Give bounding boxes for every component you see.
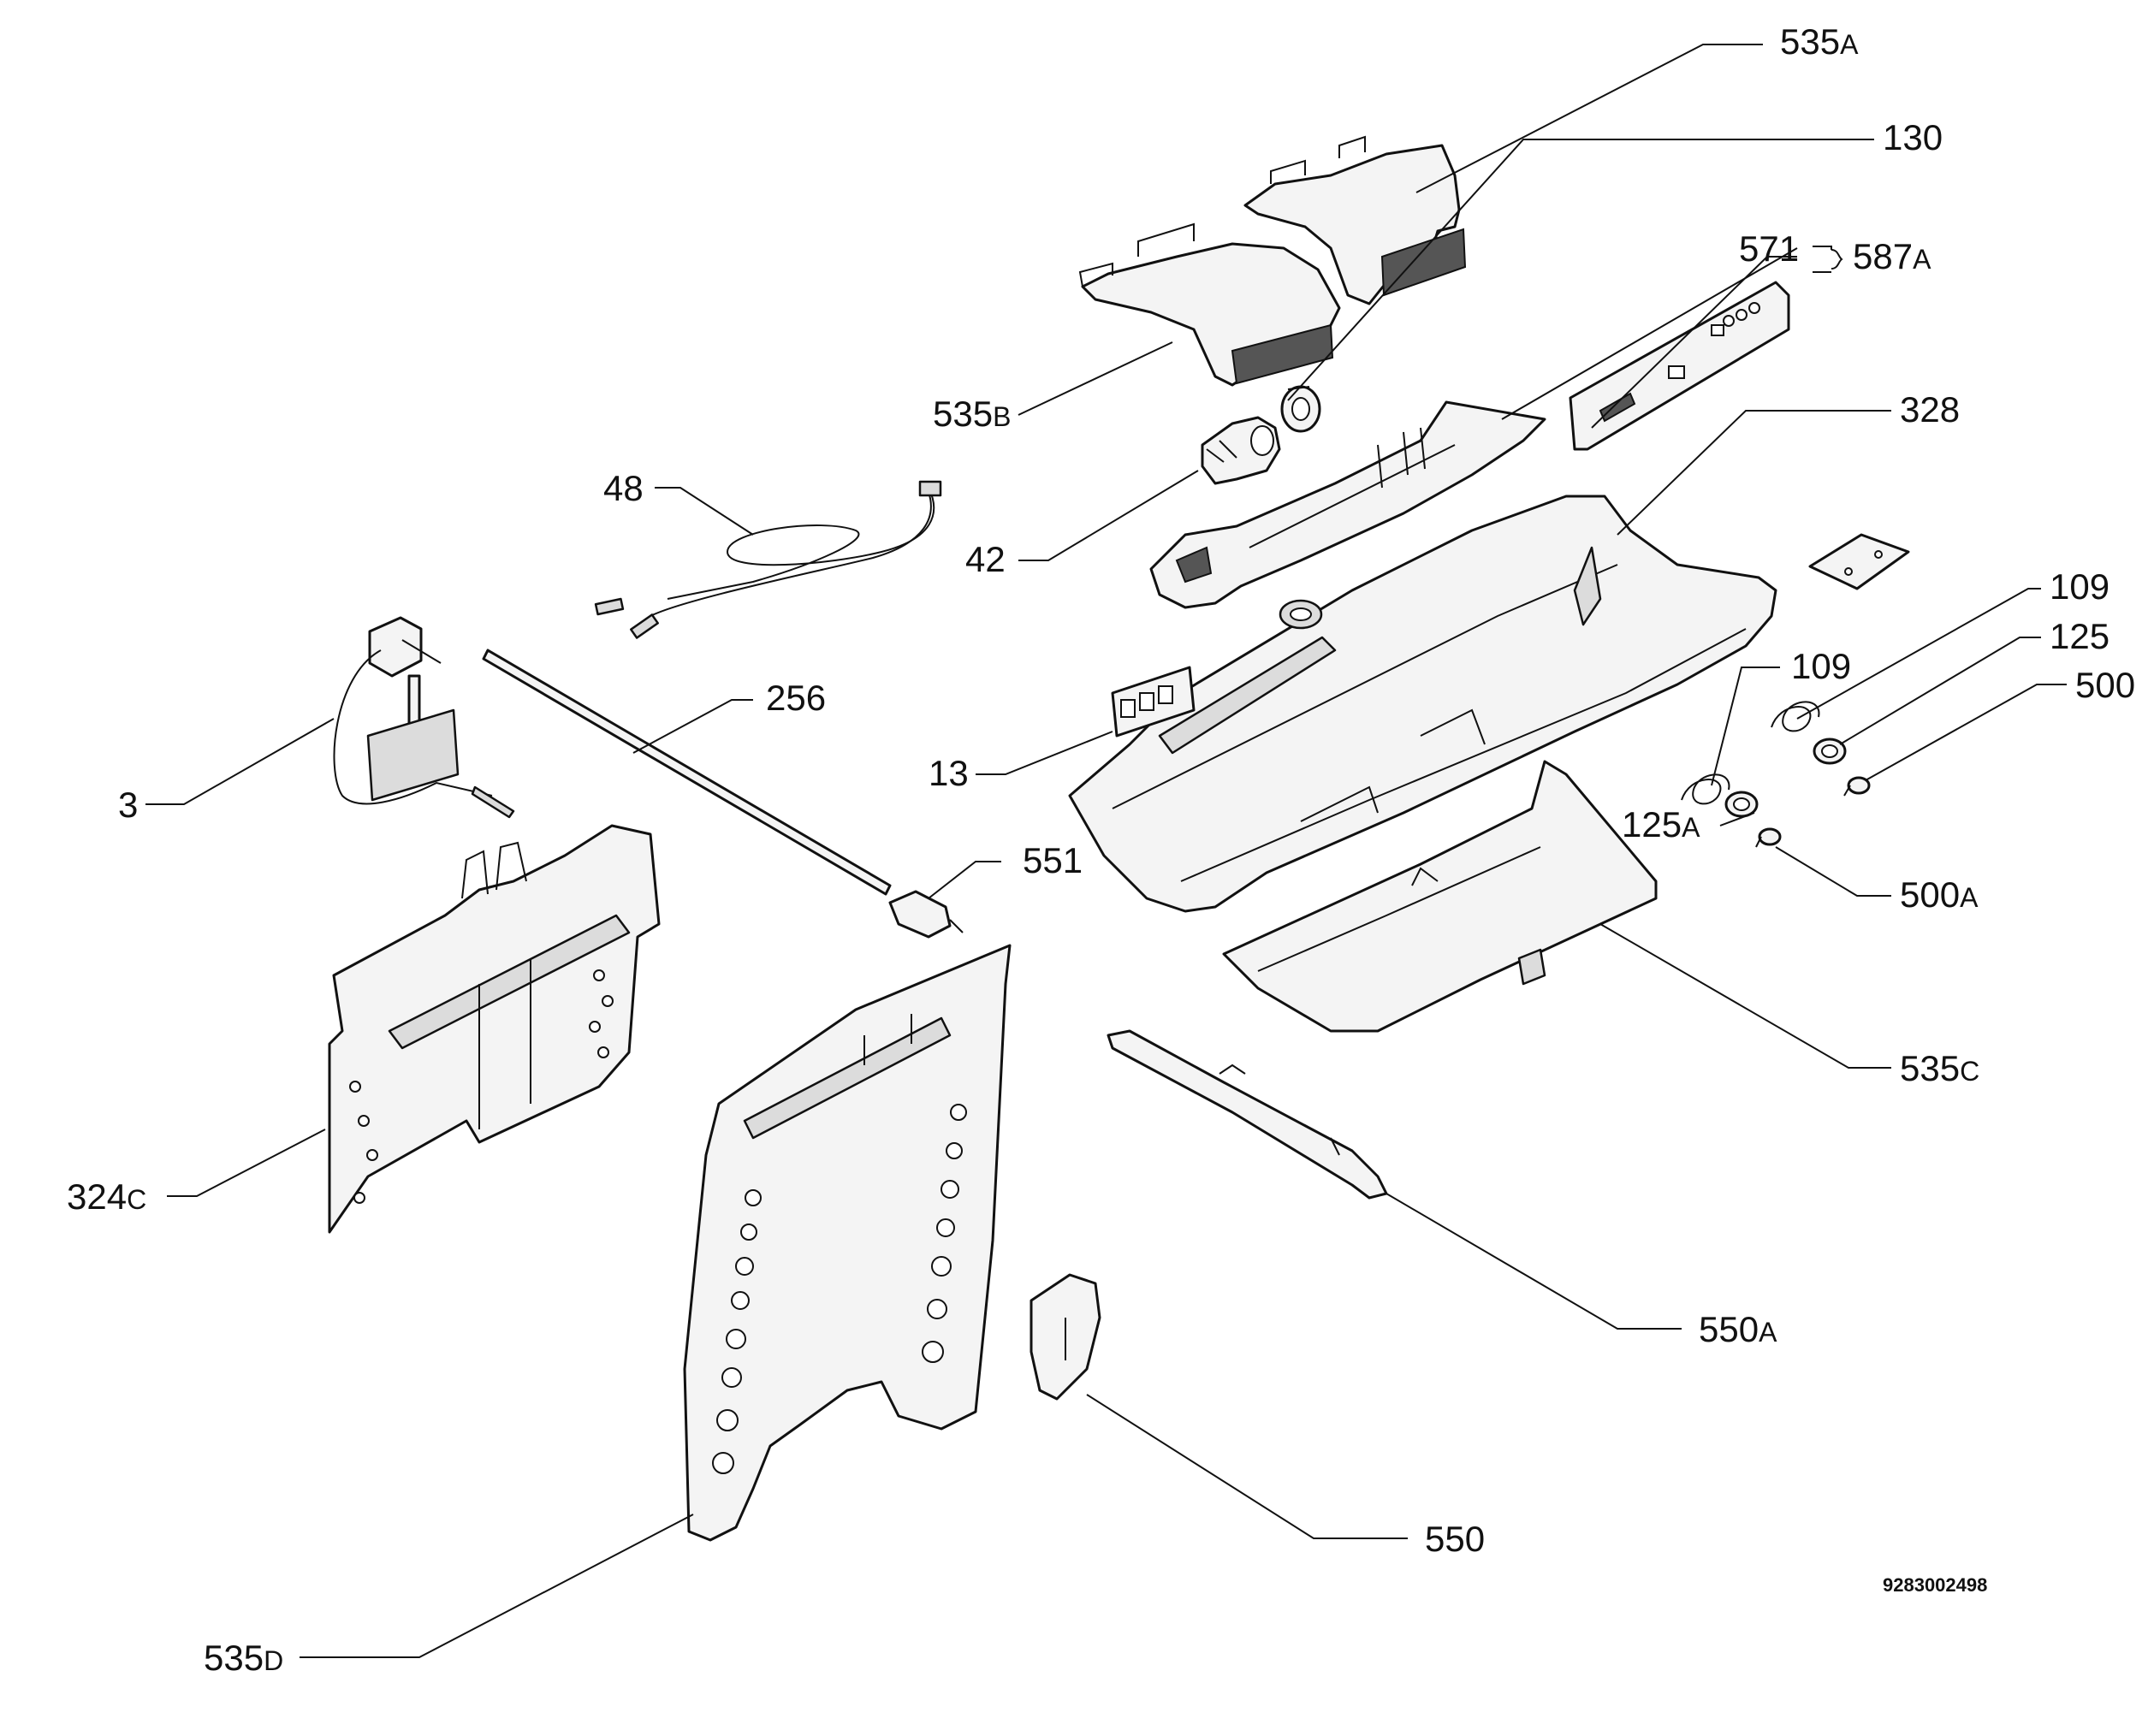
- part-551-coupling: [888, 890, 964, 939]
- label-125a: 125A: [1622, 804, 1700, 844]
- part-small-plate: [1808, 533, 1910, 590]
- part-125a-washer: [1724, 791, 1759, 818]
- label-535b: 535B: [933, 394, 1011, 434]
- label-328: 328: [1900, 389, 1960, 430]
- label-256: 256: [766, 678, 826, 718]
- label-125: 125: [2050, 616, 2109, 656]
- part-587a-circuit-board: [1569, 281, 1790, 451]
- label-535c: 535C: [1900, 1048, 1979, 1088]
- part-256-rod: [482, 649, 892, 896]
- label-535d: 535D: [204, 1638, 283, 1678]
- label-500: 500: [2075, 665, 2135, 705]
- part-550a-rail: [1107, 1029, 1388, 1200]
- part-500-screw: [1843, 776, 1871, 797]
- part-13-connector: [1111, 666, 1196, 738]
- label-130: 130: [1883, 117, 1943, 157]
- part-328-drawer-housing: [1068, 495, 1777, 913]
- part-571-panel-frame: [1149, 400, 1546, 609]
- part-535c-cover: [1222, 760, 1658, 1033]
- part-109-spring-upper: [1771, 701, 1820, 732]
- part-48-wire-harness: [594, 480, 942, 639]
- label-550a: 550A: [1699, 1309, 1777, 1349]
- part-535b-flap: [1078, 222, 1341, 387]
- part-42-knob: [1201, 416, 1281, 485]
- label-535a: 535A: [1780, 21, 1859, 62]
- part-housing-ring: [1279, 599, 1323, 630]
- part-324c-panel: [328, 824, 661, 1234]
- part-130-bushing: [1280, 385, 1321, 433]
- label-500a: 500A: [1900, 874, 1979, 915]
- label-109-upper: 109: [2050, 566, 2109, 607]
- label-587a: 587A: [1853, 236, 1931, 276]
- label-109-lower: 109: [1791, 646, 1851, 686]
- part-550-plate: [1030, 1273, 1101, 1401]
- label-13: 13: [929, 753, 969, 793]
- label-3: 3: [118, 785, 138, 825]
- label-324c: 324C: [67, 1176, 146, 1217]
- part-125-washer: [1813, 738, 1847, 765]
- label-42: 42: [965, 539, 1006, 579]
- part-535a-flap: [1243, 135, 1467, 305]
- label-551: 551: [1023, 840, 1083, 880]
- label-550: 550: [1425, 1519, 1485, 1559]
- leader-lines: [145, 44, 2067, 1658]
- part-109-spring-lower: [1681, 773, 1730, 805]
- part-535d-front-panel: [683, 944, 1012, 1542]
- document-number: 9283002498: [1883, 1574, 1987, 1596]
- part-500a-screw: [1755, 827, 1782, 848]
- label-571: 571: [1739, 228, 1799, 269]
- label-bracket: [1813, 246, 1843, 273]
- callout-labels: 535A 130 571 587A 535B 328 48 42 109 125…: [67, 21, 2135, 1678]
- part-3-actuator: [333, 616, 515, 819]
- label-48: 48: [603, 468, 644, 508]
